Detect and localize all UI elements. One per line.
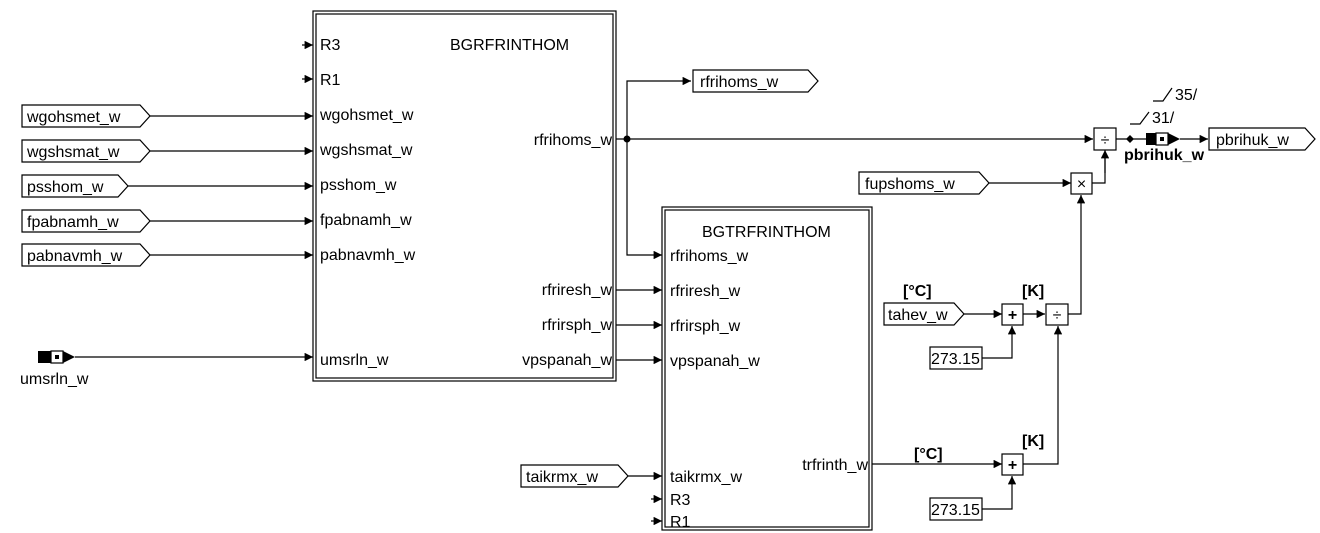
input-tag-psshom[interactable]: psshom_w	[21, 174, 129, 198]
wire-add2-out	[1023, 326, 1063, 465]
constant-273-2: 273.15	[929, 497, 983, 521]
input-tag-psshom-label: psshom_w	[27, 179, 104, 196]
reference-markers: 35/ 31/	[1130, 87, 1198, 127]
add-operator-1: +	[1001, 303, 1024, 326]
port2-in-rfriresh: rfriresh_w	[670, 283, 741, 300]
divide-symbol-final: ÷	[1101, 132, 1110, 149]
port-out-vpspanah: vpspanah_w	[522, 352, 612, 369]
port2-in-r1: R1	[670, 514, 691, 531]
port-in-pabnavmh: pabnavmh_w	[320, 247, 416, 264]
add-symbol-1: +	[1008, 307, 1017, 324]
port-in-umsrln: umsrln_w	[320, 352, 389, 369]
input-tag-tahev-label: tahev_w	[888, 307, 948, 324]
port2-in-taikrmx: taikrmx_w	[670, 469, 742, 486]
umsrln-source[interactable]: umsrln_w	[20, 350, 89, 388]
divide-symbol-temp: ÷	[1053, 307, 1062, 324]
block-bgtrfrinthom[interactable]: BGTRFRINTHOM rfrihoms_w rfriresh_w rfrir…	[661, 206, 873, 531]
output-tag-pbrihuk[interactable]: pbrihuk_w	[1208, 127, 1316, 151]
unit-kelvin-1: [K]	[1022, 283, 1044, 300]
wire-div-temp-out	[1068, 195, 1086, 315]
port-in-r1: R1	[320, 72, 341, 89]
add-symbol-2: +	[1008, 457, 1017, 474]
input-tag-fupshoms[interactable]: fupshoms_w	[858, 171, 990, 195]
ref-35: 35/	[1175, 87, 1198, 104]
port2-in-rfrihoms: rfrihoms_w	[670, 248, 749, 265]
multiply-symbol: ×	[1077, 176, 1086, 193]
unit-kelvin-2: [K]	[1022, 433, 1044, 450]
port2-in-vpspanah: vpspanah_w	[670, 353, 760, 370]
port-in-fpabnamh: fpabnamh_w	[320, 212, 412, 229]
input-tag-fupshoms-label: fupshoms_w	[865, 176, 955, 193]
port-out-rfrihoms: rfrihoms_w	[534, 132, 613, 149]
block-bgtrfrinthom-title: BGTRFRINTHOM	[702, 224, 831, 241]
constant-273-1-label: 273.15	[931, 351, 980, 368]
output-tag-pbrihuk-label: pbrihuk_w	[1216, 132, 1289, 149]
input-tag-fpabnamh-label: fpabnamh_w	[27, 214, 119, 231]
unit-celsius-1: [°C]	[903, 283, 932, 300]
ref-31: 31/	[1152, 110, 1175, 127]
port-out-rfrirsph: rfrirsph_w	[542, 317, 613, 334]
divide-operator-temp: ÷	[1045, 303, 1069, 326]
block-bgrfrinthom-title: BGRFRINTHOM	[450, 37, 569, 54]
input-tag-taikrmx[interactable]: taikrmx_w	[520, 464, 629, 488]
diamond-junction	[1126, 135, 1134, 143]
input-tag-pabnavmh[interactable]: pabnavmh_w	[21, 243, 151, 267]
input-tag-pabnavmh-label: pabnavmh_w	[27, 248, 123, 265]
output-tag-rfrihoms-label: rfrihoms_w	[700, 74, 779, 91]
port2-out-trfrinth: trfrinth_w	[802, 457, 868, 474]
port-out-rfriresh: rfriresh_w	[542, 282, 613, 299]
input-tag-wgshsmat[interactable]: wgshsmat_w	[21, 139, 151, 163]
umsrln-source-label: umsrln_w	[20, 371, 89, 388]
wire-const2	[982, 476, 1017, 510]
output-tag-rfrihoms[interactable]: rfrihoms_w	[692, 69, 819, 93]
add-operator-2: +	[1001, 453, 1024, 476]
port2-in-rfrirsph: rfrirsph_w	[670, 318, 741, 335]
multiply-operator: ×	[1070, 172, 1093, 195]
pbrihuk-sink[interactable]: pbrihuk_w	[1124, 132, 1205, 164]
input-tag-wgohsmet-label: wgohsmet_w	[26, 109, 121, 126]
wire-mul-out	[1092, 152, 1106, 184]
port-in-wgshsmat: wgshsmat_w	[319, 142, 413, 159]
input-tag-wgshsmat-label: wgshsmat_w	[26, 144, 120, 161]
port-in-r3: R3	[320, 37, 341, 54]
port-in-psshom: psshom_w	[320, 177, 397, 194]
wire-rfrihoms-up	[626, 76, 691, 139]
wire-const1	[982, 326, 1017, 359]
input-tag-tahev[interactable]: tahev_w	[883, 302, 965, 326]
block-bgrfrinthom[interactable]: BGRFRINTHOM R3 R1 wgohsmet_w wgshsmat_w …	[312, 10, 617, 382]
port-in-wgohsmet: wgohsmet_w	[319, 107, 414, 124]
input-tag-fpabnamh[interactable]: fpabnamh_w	[21, 209, 151, 233]
input-tag-taikrmx-label: taikrmx_w	[526, 469, 598, 486]
input-tag-wgohsmet[interactable]: wgohsmet_w	[21, 104, 151, 128]
constant-273-2-label: 273.15	[931, 502, 980, 519]
constant-273-1: 273.15	[929, 346, 983, 370]
wire-rfrihoms-down	[626, 139, 662, 260]
pbrihuk-sink-label: pbrihuk_w	[1124, 147, 1205, 164]
divide-operator-final: ÷	[1093, 127, 1117, 151]
port2-in-r3: R3	[670, 492, 691, 509]
unit-celsius-2: [°C]	[914, 446, 943, 463]
